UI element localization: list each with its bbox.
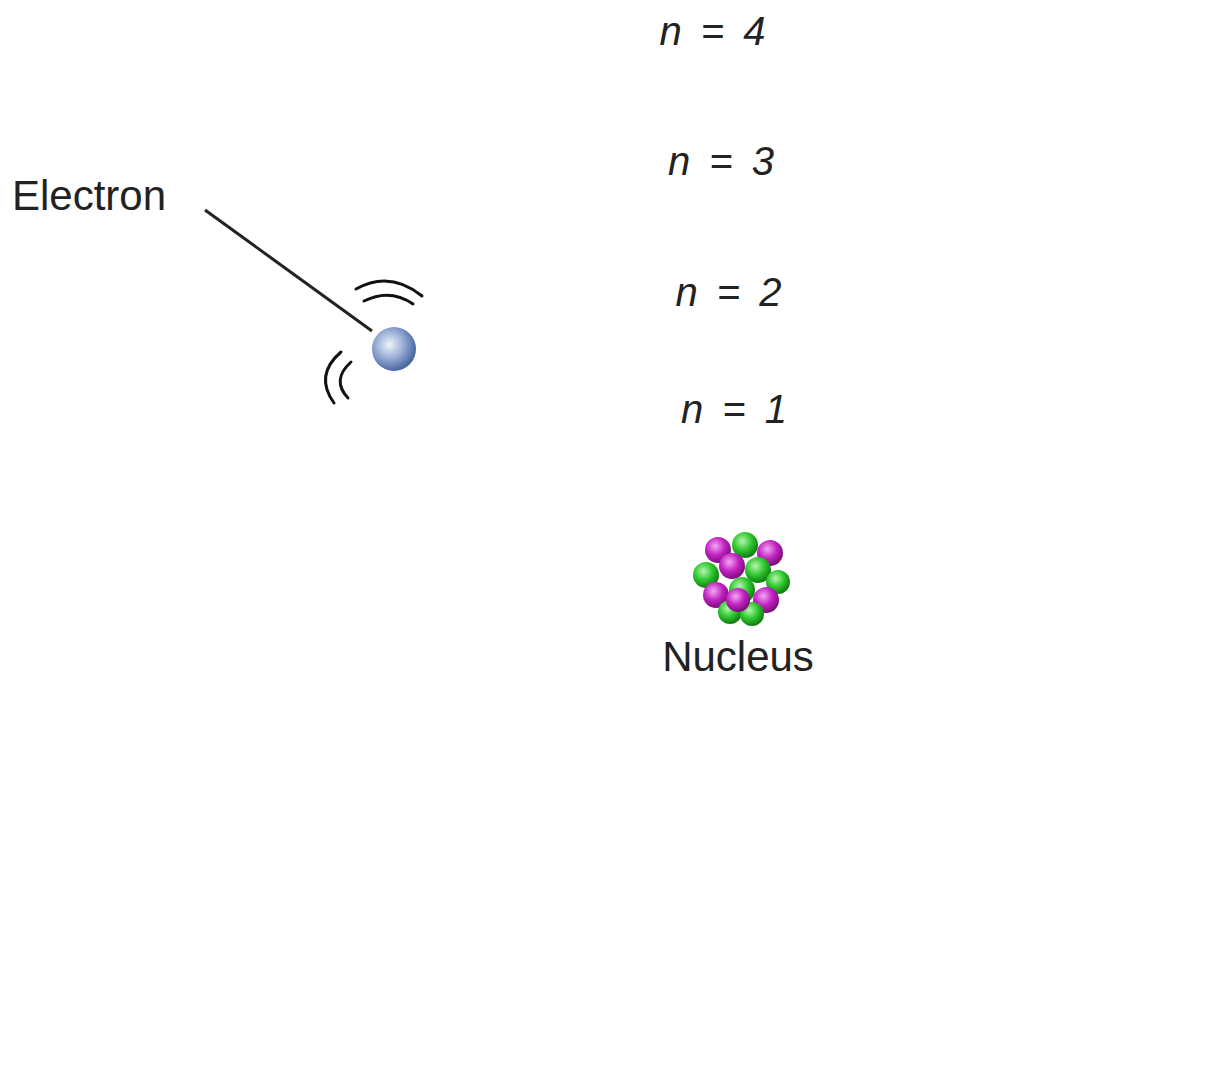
orbit-ring: n = 4n = 3n = 2n = 1 <box>205 55 1220 1082</box>
orbit-label: n = 4 <box>655 9 769 53</box>
orbit-label: n = 1 <box>677 387 791 431</box>
nucleus-label: Nucleus <box>662 633 814 681</box>
orbit-ring: n = 3n = 2n = 1 <box>330 185 1112 968</box>
motion-marks <box>325 281 422 403</box>
orbit-outline <box>205 55 1220 1082</box>
orbit-label: n = 2 <box>671 270 785 314</box>
electron-label: Electron <box>12 172 166 220</box>
orbit-ring: n = 2n = 1 <box>462 316 995 845</box>
nucleus-cluster <box>693 532 790 626</box>
orbit-label: n = 3 <box>664 139 778 183</box>
leader-line <box>205 210 372 331</box>
electron-ball <box>372 327 416 371</box>
